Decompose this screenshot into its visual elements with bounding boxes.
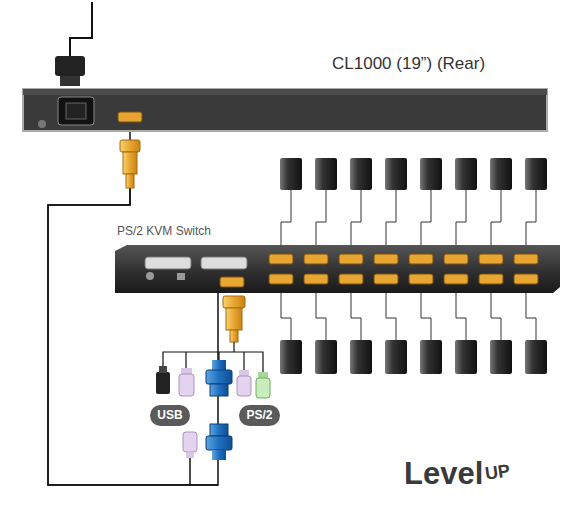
- kvm-port: [409, 274, 433, 284]
- kvm-port: [269, 254, 293, 264]
- computer: [385, 158, 407, 190]
- wire: [526, 292, 536, 340]
- wire: [316, 292, 326, 340]
- kvm-port: [479, 274, 503, 284]
- computer: [490, 158, 512, 190]
- switch-body: [115, 245, 560, 293]
- port-label-text: USB: [157, 405, 183, 426]
- wire: [281, 292, 291, 340]
- kvm-port: [444, 254, 468, 264]
- computer: [525, 158, 547, 190]
- ps2-plug: [183, 432, 197, 458]
- watermark: UP: [484, 460, 512, 484]
- cable: [189, 458, 191, 485]
- power-cord: [70, 2, 92, 58]
- power-plug: [60, 76, 80, 86]
- serial-connector: [120, 140, 140, 188]
- computer: [525, 340, 547, 374]
- wire: [456, 292, 466, 340]
- kvm-port: [304, 254, 328, 264]
- computer: [350, 158, 372, 190]
- kvm-port: [269, 274, 293, 284]
- port-label: USB: [150, 405, 190, 426]
- kvm-port: [514, 274, 538, 284]
- kvm-port: [339, 254, 363, 264]
- computer: [455, 340, 477, 374]
- vga-plug: [206, 360, 232, 396]
- ps2-plug: [179, 368, 194, 396]
- computer: [280, 340, 302, 374]
- kvm-port: [444, 274, 468, 284]
- computer: [350, 340, 372, 374]
- watermark: Level: [404, 456, 483, 492]
- kvm-port: [374, 254, 398, 264]
- console-connector: [223, 296, 245, 342]
- device-title: CL1000 (19”) (Rear): [332, 54, 485, 74]
- port-label-text: PS/2: [246, 405, 273, 426]
- computer: [420, 158, 442, 190]
- usb-plug: [156, 366, 170, 394]
- rear-panel: [22, 88, 548, 132]
- cable: [48, 132, 218, 485]
- kvm-port: [409, 254, 433, 264]
- computer: [420, 340, 442, 374]
- kvm-port: [339, 274, 363, 284]
- kvm-port: [374, 274, 398, 284]
- kvm-port: [304, 274, 328, 284]
- computer: [315, 158, 337, 190]
- splitter-wires: [163, 342, 263, 372]
- power-plug: [55, 56, 85, 76]
- vga-plug: [206, 424, 232, 460]
- wire: [386, 292, 396, 340]
- ps2-plug: [237, 370, 251, 396]
- wire: [491, 292, 501, 340]
- wire: [421, 292, 431, 340]
- computer: [315, 340, 337, 374]
- cable: [48, 188, 218, 485]
- kvm-port: [514, 254, 538, 264]
- kvm-port: [479, 254, 503, 264]
- kvm-switch: PS/2 KVM Switch: [115, 245, 560, 293]
- wire: [351, 292, 361, 340]
- computer: [385, 340, 407, 374]
- ps2-plug: [256, 372, 270, 398]
- device-title: PS/2 KVM Switch: [117, 224, 211, 238]
- port-label: PS/2: [239, 405, 280, 426]
- computer: [490, 340, 512, 374]
- kvm-console-rear: CL1000 (19”) (Rear): [22, 88, 548, 132]
- computer: [280, 158, 302, 190]
- computer: [455, 158, 477, 190]
